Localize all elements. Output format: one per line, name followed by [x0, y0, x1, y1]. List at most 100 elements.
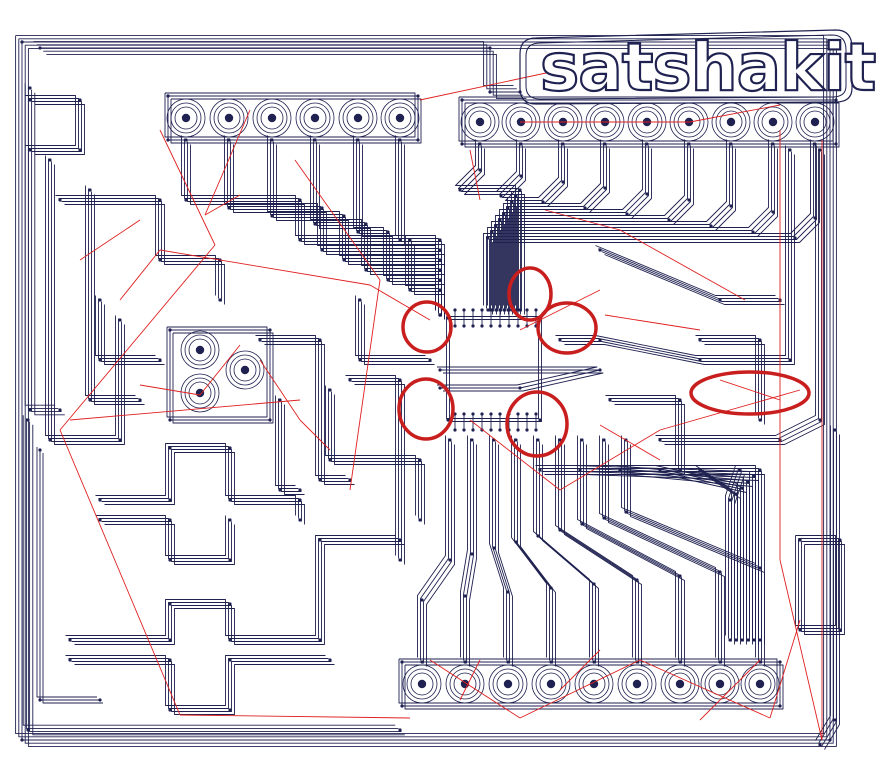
pad-ring	[170, 102, 202, 134]
pad-ring	[252, 98, 292, 138]
trace-line	[487, 139, 769, 306]
path-node	[168, 708, 172, 712]
path-node	[298, 238, 302, 242]
path-node	[168, 328, 172, 332]
path-node	[658, 438, 662, 442]
pad-ring	[799, 106, 831, 138]
pad-ring	[803, 110, 827, 134]
path-node	[48, 158, 52, 162]
trace-line	[27, 86, 59, 409]
path-node	[328, 458, 332, 462]
trace-line	[22, 415, 396, 726]
path-node	[561, 180, 565, 184]
path-node	[506, 206, 510, 210]
travel-move	[119, 249, 161, 301]
path-node	[453, 324, 457, 328]
path-node	[502, 212, 506, 216]
trace-line	[172, 332, 274, 424]
trace-line	[32, 424, 405, 736]
path-node	[603, 186, 607, 190]
path-node	[448, 438, 452, 442]
trace-line	[505, 145, 649, 312]
trace-line	[101, 521, 232, 562]
path-node	[718, 570, 722, 574]
trace-line	[328, 388, 419, 519]
path-node	[453, 308, 457, 312]
path-node	[608, 398, 612, 402]
path-node	[489, 308, 493, 312]
trace-line	[95, 295, 156, 356]
trace-line	[492, 148, 820, 315]
trace-line	[361, 301, 432, 362]
path-node	[420, 660, 424, 664]
path-node	[418, 518, 422, 522]
path-node	[498, 428, 502, 432]
pad-ring	[453, 672, 477, 696]
path-node	[828, 40, 832, 44]
path-node	[398, 538, 402, 542]
path-node	[462, 428, 466, 432]
path-node	[438, 368, 442, 372]
trace-line	[490, 142, 772, 309]
trace-line	[605, 441, 722, 664]
trace-line	[104, 452, 305, 525]
path-node	[168, 418, 172, 422]
pad-ring	[740, 664, 780, 704]
trace-line	[233, 144, 445, 320]
trace-line	[489, 145, 817, 312]
path-node	[270, 138, 274, 142]
trace-line	[461, 145, 522, 312]
path-node	[506, 660, 510, 664]
pad-ring	[464, 106, 496, 138]
pad-ring	[184, 334, 216, 366]
trace-line	[630, 444, 765, 667]
trace-line	[25, 95, 76, 146]
trace-line	[801, 541, 842, 632]
trace-line	[401, 141, 442, 317]
path-node	[28, 98, 32, 102]
trace-line	[42, 453, 103, 704]
path-node	[20, 40, 24, 44]
trace-line	[355, 295, 426, 356]
pad-ring	[410, 672, 434, 696]
highlight-circle	[397, 377, 455, 441]
trace-line	[264, 344, 355, 485]
path-node	[453, 428, 457, 432]
travel-move	[779, 559, 823, 741]
path-node	[364, 222, 368, 226]
pad-dot	[715, 679, 725, 689]
travel-move	[69, 399, 301, 421]
path-node	[278, 398, 282, 402]
trace-line	[664, 154, 825, 445]
path-node	[740, 486, 744, 490]
path-node	[462, 412, 466, 416]
path-node	[536, 438, 540, 442]
trace-line	[661, 471, 744, 642]
path-node	[534, 428, 538, 432]
pad-ring	[795, 102, 835, 142]
trace-line	[27, 47, 837, 747]
trace-line	[24, 83, 56, 406]
trace-line	[310, 135, 436, 311]
pad-ring	[748, 672, 772, 696]
trace-line	[621, 471, 750, 642]
pad-ring	[621, 668, 653, 700]
path-node	[438, 268, 442, 272]
pad-ring	[757, 106, 789, 138]
travel-move	[769, 619, 801, 719]
trace-line	[104, 524, 235, 565]
trace-line	[51, 161, 122, 442]
trace-line	[512, 148, 610, 315]
travel-move	[519, 289, 601, 331]
trace-line	[601, 251, 782, 302]
pad-ring	[342, 102, 374, 134]
pad-dot	[267, 113, 277, 123]
path-node	[498, 308, 502, 312]
trace-line	[164, 92, 416, 138]
trace-line	[325, 385, 416, 516]
trace-line	[508, 148, 652, 315]
trace-line	[65, 655, 326, 706]
trace-line	[704, 344, 765, 425]
path-node	[418, 458, 422, 462]
